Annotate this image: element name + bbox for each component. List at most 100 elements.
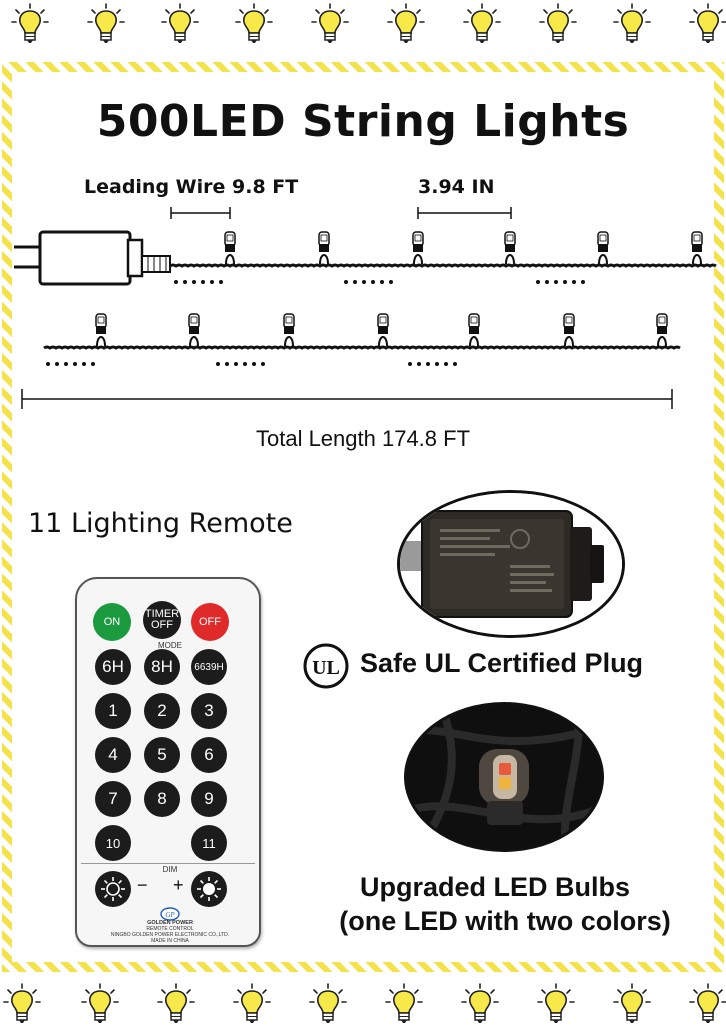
light-bulb-icon: [233, 983, 271, 1023]
spacing-dot: [435, 362, 439, 366]
spacing-dot: [453, 362, 457, 366]
spacing-marker: [417, 207, 512, 219]
string-lights-diagram: [14, 207, 717, 409]
wire: [169, 263, 717, 268]
spacing-dot: [252, 362, 256, 366]
timer-off-button[interactable]: TIMER OFF: [143, 601, 181, 639]
spacing-dot: [417, 362, 421, 366]
spacing-dot: [362, 280, 366, 284]
leading-wire-marker: [170, 207, 231, 219]
light-bulb-icon: [689, 3, 726, 43]
adapter-box-image: [400, 493, 622, 635]
spacing-dot: [55, 362, 59, 366]
bulb-border-top: [0, 0, 726, 50]
ul-certified-icon: UL: [303, 643, 349, 689]
spacing-dot: [219, 280, 223, 284]
timer-8h-button[interactable]: 8H: [144, 649, 180, 685]
led-bulb: [563, 313, 575, 347]
light-bulb-icon: [689, 983, 726, 1023]
mode-6-button[interactable]: 6: [191, 737, 227, 773]
spacing-dot: [91, 362, 95, 366]
svg-text:GP: GP: [165, 911, 175, 919]
light-bulb-icon: [537, 983, 575, 1023]
remote-brand: GOLDEN POWER: [147, 920, 193, 926]
spacing-dot: [545, 280, 549, 284]
timer-6639h-button[interactable]: 6639H: [191, 649, 227, 685]
mode-4-button[interactable]: 4: [95, 737, 131, 773]
led-bulb-image: [407, 705, 601, 849]
mode-label: MODE: [158, 641, 182, 650]
mode-2-button[interactable]: 2: [144, 693, 180, 729]
bulb-feature-line2: (one LED with two colors): [339, 906, 671, 936]
mode-8-button[interactable]: 8: [144, 781, 180, 817]
golden-power-logo-icon: GP: [160, 907, 180, 921]
led-bulb: [318, 231, 330, 265]
timer-6h-button[interactable]: 6H: [95, 649, 131, 685]
remote-divider: [81, 863, 255, 864]
mode-11-button[interactable]: 11: [191, 825, 227, 861]
sun-dim-icon: [101, 877, 125, 901]
total-length-label: Total Length 174.8 FT: [255, 426, 471, 451]
light-bulb-icon: [385, 983, 423, 1023]
wire: [43, 345, 681, 350]
spacing-dot: [243, 362, 247, 366]
off-button[interactable]: OFF: [191, 603, 229, 641]
spacing-dot: [216, 362, 220, 366]
spacing-dot: [46, 362, 50, 366]
spacing-dot: [73, 362, 77, 366]
spacing-dot: [261, 362, 265, 366]
mode-5-button[interactable]: 5: [144, 737, 180, 773]
spacing-dot: [408, 362, 412, 366]
led-bulb: [656, 313, 668, 347]
light-bulb-icon: [3, 983, 41, 1023]
light-bulb-icon: [81, 983, 119, 1023]
led-bulb: [95, 313, 107, 347]
spacing-dot: [210, 280, 214, 284]
led-bulb: [691, 231, 703, 265]
dim-label: DIM: [162, 865, 178, 874]
spacing-dot: [426, 362, 430, 366]
spacing-dot: [353, 280, 357, 284]
light-bulb-icon: [613, 983, 651, 1023]
spacing-dot: [192, 280, 196, 284]
remote-subtitle: REMOTE CONTROL: [146, 926, 194, 932]
plug-feature-label: Safe UL Certified Plug: [360, 648, 644, 678]
spacing-dot: [64, 362, 68, 366]
remote-maker: NINGBO GOLDEN POWER ELECTRONIC CO.,LTD.: [110, 932, 230, 938]
spacing-dot: [444, 362, 448, 366]
mode-1-button[interactable]: 1: [95, 693, 131, 729]
dim-down-button[interactable]: [95, 871, 131, 907]
mode-10-button[interactable]: 10: [95, 825, 131, 861]
on-button[interactable]: ON: [93, 603, 131, 641]
spacing-dot: [371, 280, 375, 284]
light-bulb-icon: [539, 3, 577, 43]
light-bulb-icon: [11, 3, 49, 43]
dim-minus-sign: −: [137, 875, 148, 895]
mode-7-button[interactable]: 7: [95, 781, 131, 817]
led-bulb: [224, 231, 236, 265]
spacing-dot: [225, 362, 229, 366]
spacing-dot: [344, 280, 348, 284]
dim-up-button[interactable]: [191, 871, 227, 907]
spacing-dot: [389, 280, 393, 284]
remote-made-in: MADE IN CHINA: [151, 938, 189, 944]
spacing-dot: [536, 280, 540, 284]
total-length-marker: [21, 389, 673, 409]
led-bulb: [188, 313, 200, 347]
light-bulb-icon: [235, 3, 273, 43]
led-bulb-photo: [404, 702, 604, 852]
mode-9-button[interactable]: 9: [191, 781, 227, 817]
light-bulb-icon: [387, 3, 425, 43]
timer-off-line2: OFF: [151, 619, 173, 631]
spacing-dot: [183, 280, 187, 284]
mode-3-button[interactable]: 3: [191, 693, 227, 729]
spacing-dot: [174, 280, 178, 284]
ul-mark-text: UL: [312, 657, 340, 679]
spacing-dot: [201, 280, 205, 284]
sun-bright-icon: [197, 877, 221, 901]
led-bulb: [468, 313, 480, 347]
spacing-dot: [563, 280, 567, 284]
led-bulb: [412, 231, 424, 265]
plug-photo: [397, 490, 625, 638]
led-bulb: [597, 231, 609, 265]
